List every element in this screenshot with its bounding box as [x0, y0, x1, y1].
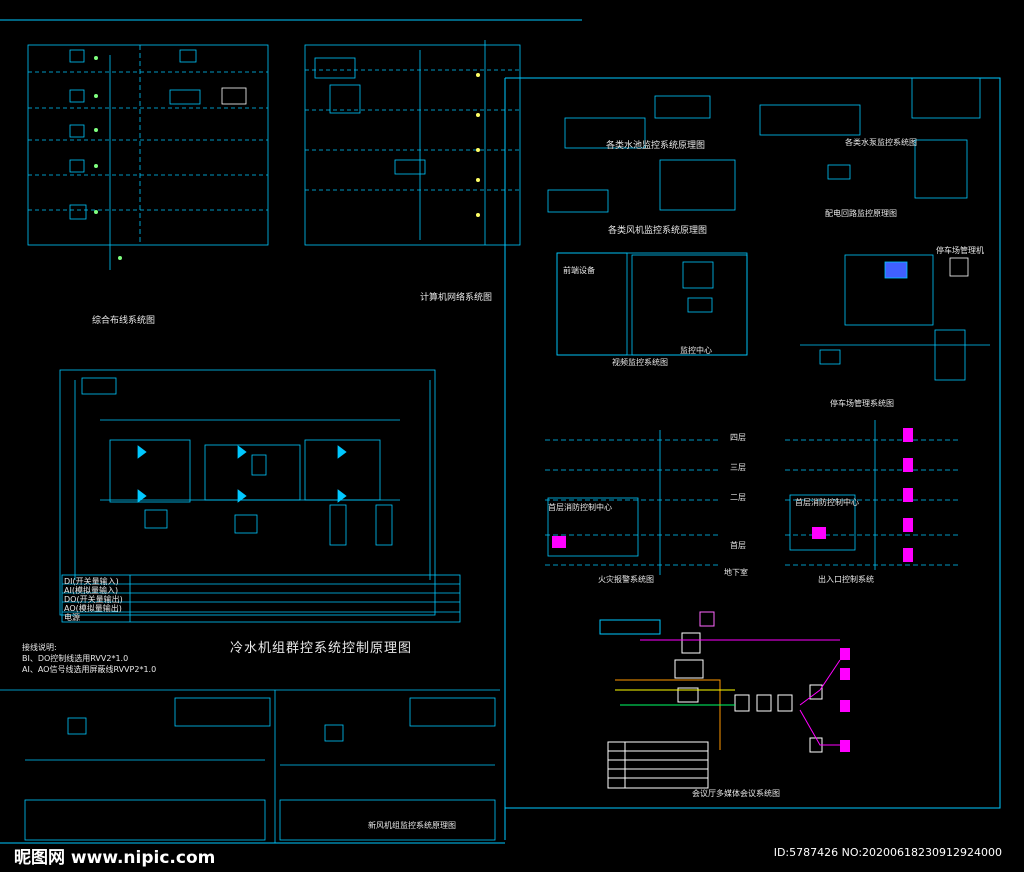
watermark-id: ID:5787426 NO:20200618230912924000 [773, 846, 1002, 859]
chiller-legend-power: 电源 [64, 613, 80, 622]
monitoring-panels [547, 77, 981, 213]
cctv-diagram [556, 252, 748, 356]
water-pool-title: 各类水池监控系统原理图 [606, 141, 706, 151]
floor-label-3: 二层 [730, 493, 746, 502]
wiring-green-nodes [94, 56, 122, 260]
chiller-legend-ao: AO(模拟量输出) [64, 604, 122, 613]
notes-line-2: AI、AO信号线选用屏蔽线RVVP2*1.0 [22, 665, 157, 674]
parking-diagram [800, 254, 990, 381]
floor-systems [545, 420, 960, 575]
chiller-legend-ai: AI(模拟量输入) [64, 586, 119, 595]
integrated-wiring-title: 综合布线系统图 [92, 316, 156, 326]
computer-network-title: 计算机网络系统图 [420, 293, 493, 303]
access-title: 出入口控制系统 [818, 575, 874, 584]
broadcast-title: 火灾报警系统图 [598, 575, 654, 584]
fan-monitor-title: 各类风机监控系统原理图 [608, 226, 708, 236]
floor-label-2: 三层 [730, 463, 746, 472]
chiller-title: 冷水机组群控系统控制原理图 [230, 641, 413, 656]
ahu-diagrams [0, 689, 500, 843]
network-yellow-nodes [476, 73, 480, 217]
fire-ctrl-right-label: 首层消防控制中心 [795, 498, 859, 507]
monitor-center-label: 监控中心 [680, 346, 712, 355]
watermark-brand: 昵图网 www.nipic.com [14, 848, 216, 868]
ahu-title: 新风机组监控系统原理图 [368, 821, 456, 830]
floor-label-4: 首层 [730, 541, 746, 550]
notes-line-1: BI、DO控制线选用RVV2*1.0 [22, 654, 129, 663]
conference-speakers [840, 648, 850, 752]
sheet-borders [0, 19, 1001, 844]
front-device-label: 前端设备 [563, 266, 595, 275]
parking-pc-label: 停车场管理机 [936, 246, 984, 255]
floor-label-1: 四层 [730, 433, 746, 442]
computer-network-diagram [304, 40, 521, 246]
chiller-diagram [59, 369, 461, 623]
conference-diagram [599, 611, 841, 789]
cctv-title: 视频监控系统图 [612, 358, 668, 367]
floor-label-5: 地下室 [724, 568, 748, 577]
chiller-legend-do: DO(开关量输出) [64, 595, 123, 604]
chiller-legend-di: DI(开关量输入) [64, 577, 119, 586]
floor-magenta-markers [552, 428, 913, 562]
integrated-wiring-diagram [27, 44, 269, 270]
parking-title: 停车场管理系统图 [830, 399, 894, 408]
power-monitor-title: 配电回路监控原理图 [825, 209, 897, 218]
conference-title: 会议厅多媒体会议系统图 [692, 789, 780, 798]
notes-heading: 接线说明: [22, 643, 57, 652]
fire-ctrl-left-label: 首层消防控制中心 [548, 503, 612, 512]
water-pump-title: 各类水泵监控系统图 [845, 138, 917, 147]
